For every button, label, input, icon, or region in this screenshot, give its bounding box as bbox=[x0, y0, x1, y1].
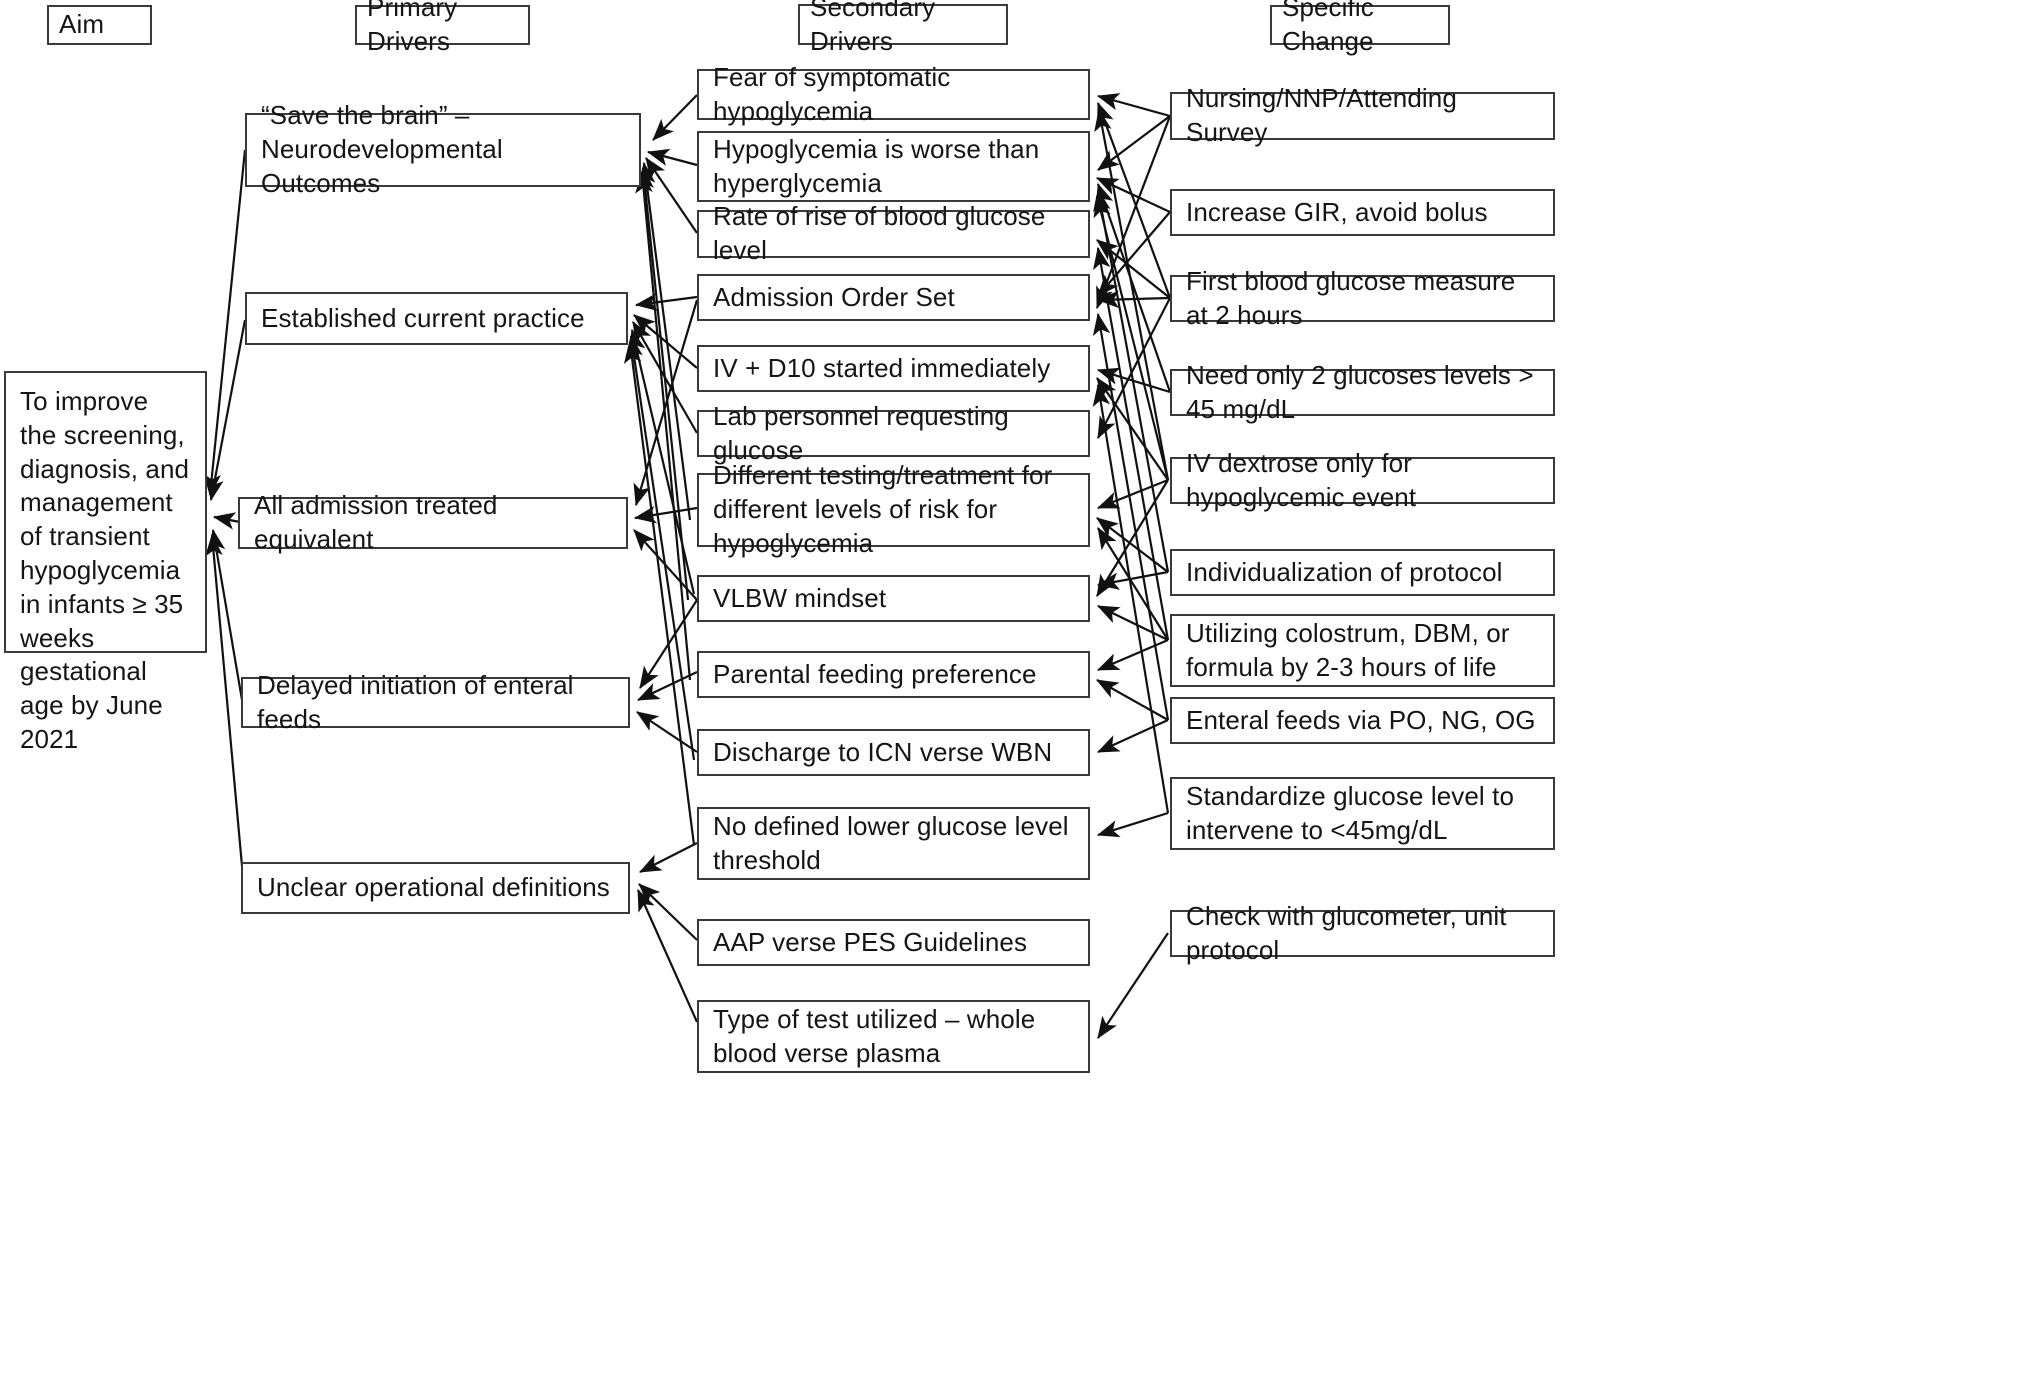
specific-change-first-blood-glucose-2-hours: First blood glucose measure at 2 hours bbox=[1170, 266, 1555, 330]
secondary-driver-label: Rate of rise of blood glucose level bbox=[713, 201, 1046, 265]
specific-change-label: Enteral feeds via PO, NG, OG bbox=[1186, 704, 1536, 735]
secondary-driver-rate-of-rise: Rate of rise of blood glucose level bbox=[697, 201, 1090, 265]
specific-change-label: First blood glucose measure at 2 hours bbox=[1186, 265, 1516, 330]
connector-group-secondary-to-primary bbox=[623, 94, 699, 1023]
connector-group-specific-to-secondary bbox=[1092, 93, 1172, 1039]
primary-driver-all-admission-treated-equivalent: All admission treated equivalent bbox=[238, 490, 628, 554]
specific-change-utilizing-colostrum-dbm-formula: Utilizing colostrum, DBM, or formula by … bbox=[1170, 614, 1555, 687]
secondary-driver-fear-symptomatic-hypoglycemia: Fear of symptomatic hypoglycemia bbox=[697, 62, 1090, 126]
primary-driver-unclear-operational-definitions: Unclear operational definitions bbox=[241, 862, 630, 914]
primary-driver-label: Established current practice bbox=[261, 302, 585, 333]
specific-change-enteral-feeds-po-ng-og: Enteral feeds via PO, NG, OG bbox=[1170, 697, 1555, 744]
secondary-driver-hypoglycemia-worse-than-hyperglycemia: Hypoglycemia is worse than hyperglycemia bbox=[697, 131, 1090, 202]
secondary-driver-no-defined-lower-glucose-threshold: No defined lower glucose level threshold bbox=[697, 807, 1090, 880]
column-header-primary-drivers-label: Primary Drivers bbox=[367, 0, 458, 56]
column-header-secondary-drivers-label: Secondary Drivers bbox=[810, 0, 936, 56]
secondary-driver-label: VLBW mindset bbox=[713, 582, 887, 613]
secondary-driver-label: Different testing/treatment for differen… bbox=[713, 460, 1053, 558]
secondary-driver-type-of-test-utilized: Type of test utilized – whole blood vers… bbox=[697, 1000, 1090, 1073]
specific-change-nursing-nnp-attending-survey: Nursing/NNP/Attending Survey bbox=[1170, 83, 1555, 147]
column-header-specific-change-label: Specific Change bbox=[1282, 0, 1374, 56]
primary-driver-label: All admission treated equivalent bbox=[254, 490, 498, 554]
specific-change-iv-dextrose-hypoglycemic-event: IV dextrose only for hypoglycemic event bbox=[1170, 448, 1555, 512]
primary-driver-established-current-practice: Established current practice bbox=[245, 292, 628, 345]
primary-driver-label: Delayed initiation of enteral feeds bbox=[257, 669, 574, 734]
specific-change-label: Need only 2 glucoses levels > 45 mg/dL bbox=[1186, 359, 1534, 424]
specific-change-label: Utilizing colostrum, DBM, or formula by … bbox=[1186, 617, 1510, 682]
specific-change-increase-gir-avoid-bolus: Increase GIR, avoid bolus bbox=[1170, 189, 1555, 236]
aim-box: To improve the screening, diagnosis, and… bbox=[4, 371, 207, 754]
aim-box-label: To improve the screening, diagnosis, and… bbox=[20, 386, 190, 754]
secondary-driver-label: No defined lower glucose level threshold bbox=[713, 810, 1069, 875]
primary-driver-delayed-initiation-enteral-feeds: Delayed initiation of enteral feeds bbox=[241, 670, 630, 734]
secondary-driver-discharge-to-icn-verse-wbn: Discharge to ICN verse WBN bbox=[697, 729, 1090, 776]
secondary-driver-label: IV + D10 started immediately bbox=[713, 352, 1051, 383]
column-header-secondary-drivers: Secondary Drivers bbox=[798, 0, 1008, 56]
secondary-driver-lab-personnel-requesting-glucose: Lab personnel requesting glucose bbox=[697, 401, 1090, 465]
primary-driver-label: “Save the brain” – Neurodevelopmental Ou… bbox=[261, 100, 503, 198]
specific-change-individualization-of-protocol: Individualization of protocol bbox=[1170, 549, 1555, 596]
column-header-aim-label: Aim bbox=[59, 9, 105, 40]
specific-change-label: Individualization of protocol bbox=[1186, 556, 1503, 587]
specific-change-label: Check with glucometer, unit protocol bbox=[1186, 900, 1507, 965]
primary-driver-label: Unclear operational definitions bbox=[257, 872, 610, 903]
specific-change-label: Standardize glucose level to intervene t… bbox=[1186, 780, 1515, 845]
primary-driver-save-the-brain: “Save the brain” – Neurodevelopmental Ou… bbox=[245, 100, 641, 198]
secondary-driver-label: Lab personnel requesting glucose bbox=[713, 400, 1009, 465]
secondary-driver-label: AAP verse PES Guidelines bbox=[713, 926, 1028, 957]
specific-change-check-with-glucometer: Check with glucometer, unit protocol bbox=[1170, 901, 1555, 965]
secondary-driver-label: Fear of symptomatic hypoglycemia bbox=[713, 61, 951, 126]
specific-change-standardize-glucose-level: Standardize glucose level to intervene t… bbox=[1170, 777, 1555, 850]
secondary-driver-label: Type of test utilized – whole blood vers… bbox=[713, 1003, 1036, 1068]
column-header-primary-drivers: Primary Drivers bbox=[355, 0, 530, 56]
secondary-driver-label: Hypoglycemia is worse than hyperglycemia bbox=[713, 133, 1040, 198]
column-header-specific-change: Specific Change bbox=[1270, 0, 1450, 56]
secondary-driver-parental-feeding-preference: Parental feeding preference bbox=[697, 651, 1090, 698]
secondary-driver-label: Discharge to ICN verse WBN bbox=[713, 736, 1053, 767]
secondary-driver-label: Parental feeding preference bbox=[713, 658, 1037, 689]
specific-change-label: IV dextrose only for hypoglycemic event bbox=[1186, 447, 1417, 512]
specific-change-label: Nursing/NNP/Attending Survey bbox=[1186, 83, 1457, 147]
secondary-driver-label: Admission Order Set bbox=[713, 281, 955, 312]
secondary-driver-iv-d10-started-immediately: IV + D10 started immediately bbox=[697, 345, 1090, 392]
secondary-driver-different-testing-treatment: Different testing/treatment for differen… bbox=[697, 460, 1090, 558]
secondary-driver-vlbw-mindset: VLBW mindset bbox=[697, 575, 1090, 622]
column-header-aim: Aim bbox=[47, 5, 152, 45]
specific-change-need-only-2-glucoses-levels: Need only 2 glucoses levels > 45 mg/dL bbox=[1170, 360, 1555, 424]
specific-change-label: Increase GIR, avoid bolus bbox=[1186, 196, 1488, 227]
secondary-driver-admission-order-set: Admission Order Set bbox=[697, 274, 1090, 321]
secondary-driver-aap-verse-pes-guidelines: AAP verse PES Guidelines bbox=[697, 919, 1090, 966]
